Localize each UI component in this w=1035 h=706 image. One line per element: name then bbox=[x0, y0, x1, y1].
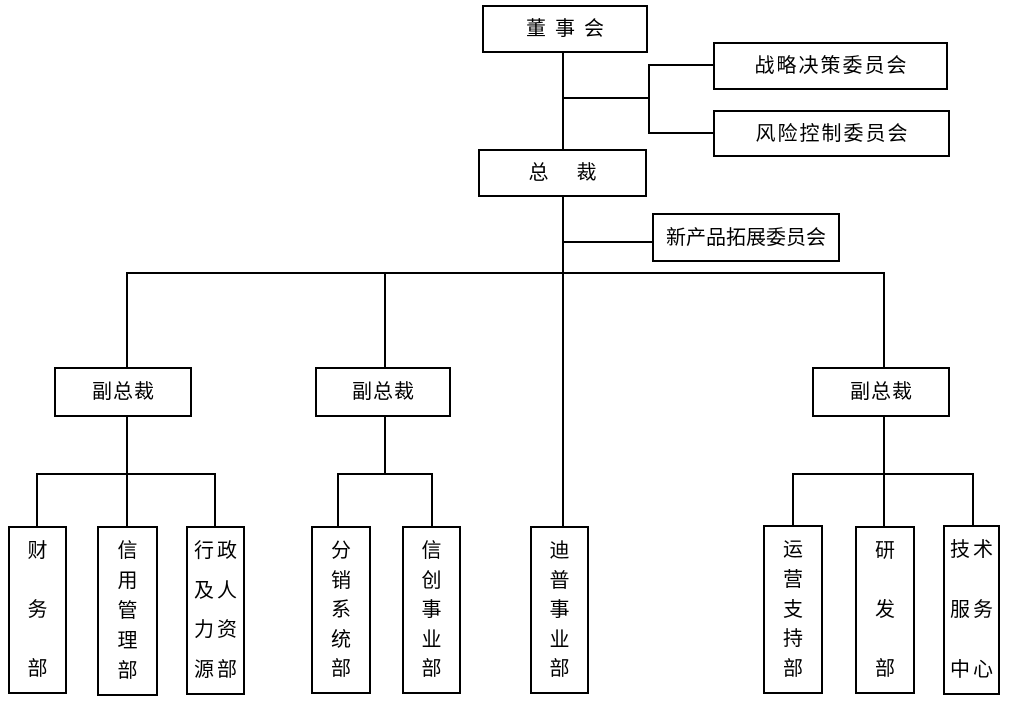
dept-label-line: 迪 bbox=[549, 540, 573, 562]
dept-box-dipu: 迪普事业部 bbox=[530, 526, 589, 694]
connector-president-dipu bbox=[562, 197, 564, 526]
dept-label-line: 分 bbox=[331, 540, 354, 562]
dept-label-line: 业 bbox=[549, 628, 573, 651]
dept-label-line: 部 bbox=[331, 658, 354, 680]
dept-label-line: 信 bbox=[421, 540, 445, 562]
connector-committee-spine bbox=[648, 64, 650, 134]
connector-drop-rnd bbox=[883, 473, 885, 526]
connector-main-distribution bbox=[126, 272, 885, 274]
new-product-committee-box: 新产品拓展委员会 bbox=[652, 213, 840, 262]
connector-board-committees bbox=[562, 97, 650, 99]
dept-label-line: 研 bbox=[875, 540, 898, 562]
dept-label-line: 营 bbox=[783, 568, 806, 591]
dept-label-line: 务 bbox=[27, 599, 51, 621]
connector-drop-admin-hr bbox=[214, 473, 216, 526]
connector-vp-left-top bbox=[126, 272, 128, 367]
board-box: 董 事 会 bbox=[482, 5, 648, 53]
dept-label-line: 信 bbox=[117, 540, 141, 562]
connector-vp-middle-bottom bbox=[384, 417, 386, 475]
dept-label-line: 部 bbox=[875, 658, 898, 680]
dept-label-line: 统 bbox=[331, 628, 354, 651]
president-box: 总 裁 bbox=[478, 149, 647, 197]
connector-group-middle bbox=[337, 473, 433, 475]
dept-label-line: 事 bbox=[421, 599, 445, 621]
dept-label-line: 普 bbox=[549, 569, 573, 592]
risk-committee-box: 风险控制委员会 bbox=[713, 110, 950, 157]
connector-drop-operations bbox=[792, 473, 794, 526]
connector-strategic-stub bbox=[648, 64, 713, 66]
connector-drop-xinchuang bbox=[431, 473, 433, 526]
connector-vp-middle-top bbox=[384, 272, 386, 367]
connector-vp-left-bottom bbox=[126, 417, 128, 475]
board-label: 董 事 会 bbox=[526, 18, 606, 40]
dept-label-line: 部 bbox=[27, 658, 51, 680]
dept-box-finance: 财务部 bbox=[8, 526, 67, 694]
dept-label-line: 用 bbox=[117, 570, 141, 592]
connector-drop-credit bbox=[126, 473, 128, 526]
dept-label-line: 技术 bbox=[950, 539, 996, 561]
dept-label-line: 创 bbox=[421, 569, 445, 592]
dept-box-rnd: 研发部 bbox=[855, 526, 915, 694]
dept-box-distribution: 分销系统部 bbox=[311, 526, 371, 694]
dept-label-line: 力资 bbox=[194, 619, 240, 642]
dept-label-line: 服务 bbox=[950, 599, 996, 621]
vp-right-box: 副总裁 bbox=[812, 367, 950, 417]
connector-drop-distribution bbox=[337, 473, 339, 526]
dept-label-line: 财 bbox=[27, 540, 51, 562]
connector-drop-finance bbox=[36, 473, 38, 526]
dept-label-line: 事 bbox=[549, 599, 573, 621]
dept-label-line: 运 bbox=[783, 539, 806, 561]
dept-label-line: 管 bbox=[117, 600, 141, 622]
dept-label-line: 系 bbox=[331, 599, 354, 621]
dept-label-line: 业 bbox=[421, 628, 445, 651]
dept-box-operations: 运营支持部 bbox=[763, 525, 823, 694]
dept-label-line: 源部 bbox=[194, 658, 240, 681]
connector-vp-right-bottom bbox=[883, 417, 885, 475]
dept-label-line: 中心 bbox=[950, 659, 996, 681]
vp-right-label: 副总裁 bbox=[850, 381, 913, 403]
dept-label-line: 及人 bbox=[194, 579, 240, 602]
dept-label-line: 部 bbox=[421, 658, 445, 680]
dept-label-line: 部 bbox=[783, 658, 806, 680]
strategic-committee-box: 战略决策委员会 bbox=[713, 42, 948, 90]
dept-label-line: 持 bbox=[783, 628, 806, 651]
dept-label-line: 部 bbox=[549, 658, 573, 680]
vp-left-label: 副总裁 bbox=[92, 381, 155, 403]
strategic-committee-label: 战略决策委员会 bbox=[754, 55, 909, 77]
vp-left-box: 副总裁 bbox=[54, 367, 192, 417]
president-label: 总 裁 bbox=[528, 162, 601, 184]
connector-drop-tech-service bbox=[972, 473, 974, 526]
dept-label-line: 行政 bbox=[194, 540, 240, 562]
connector-risk-stub bbox=[648, 132, 713, 134]
dept-label-line: 支 bbox=[783, 598, 806, 621]
dept-box-admin-hr: 行政及人力资源部 bbox=[186, 526, 245, 695]
connector-vp-right-top bbox=[883, 272, 885, 367]
dept-label-line: 销 bbox=[331, 569, 354, 592]
vp-middle-label: 副总裁 bbox=[352, 381, 415, 403]
dept-box-credit: 信用管理部 bbox=[97, 526, 158, 696]
risk-committee-label: 风险控制委员会 bbox=[755, 122, 910, 145]
dept-box-xinchuang: 信创事业部 bbox=[402, 526, 461, 694]
vp-middle-box: 副总裁 bbox=[315, 367, 451, 417]
dept-box-tech-service: 技术服务中心 bbox=[943, 525, 1000, 695]
dept-label-line: 理 bbox=[117, 630, 141, 652]
connector-board-president bbox=[562, 53, 564, 149]
dept-label-line: 发 bbox=[875, 599, 898, 621]
new-product-committee-label: 新产品拓展委员会 bbox=[666, 226, 826, 249]
dept-label-line: 部 bbox=[117, 660, 141, 682]
connector-newproduct-stub bbox=[564, 241, 652, 243]
